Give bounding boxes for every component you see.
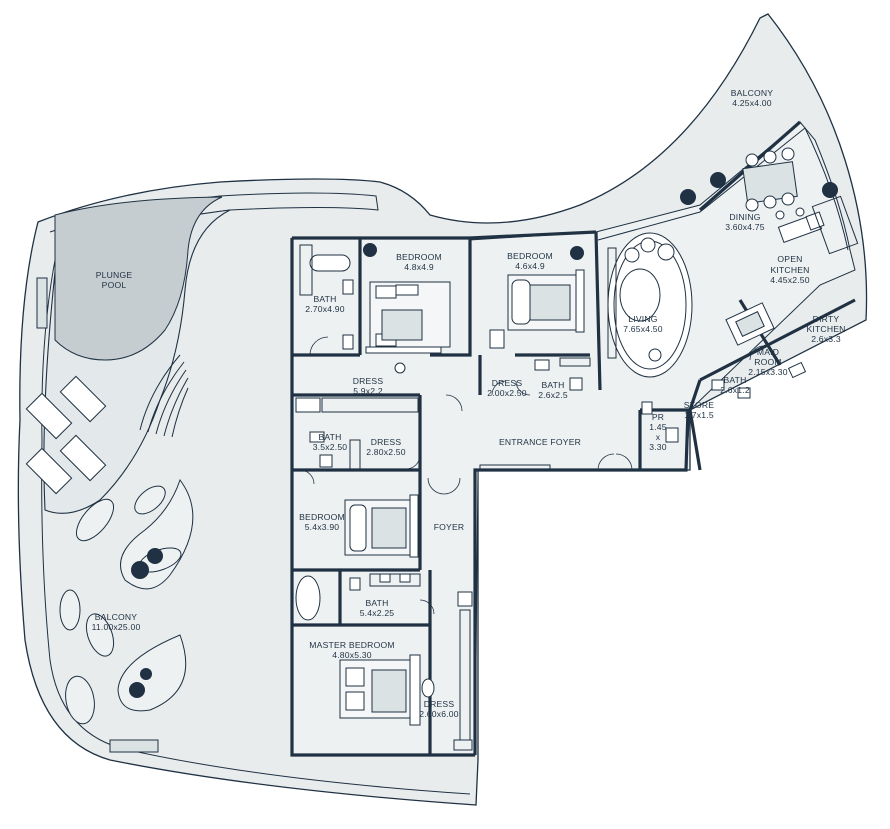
maid-room-size: 2.15x3.30 <box>748 367 788 377</box>
bath-c-name: BATH <box>318 432 341 442</box>
bath-a-name: BATH <box>313 294 336 304</box>
bath-b-size: 2.6x2.5 <box>538 390 568 400</box>
bedroom-b-name: BEDROOM <box>507 251 553 261</box>
bath-master-name: BATH <box>365 598 388 608</box>
master-bedroom-name: MASTER BEDROOM <box>309 640 394 650</box>
plunge-pool-name-1: PLUNGE <box>96 270 133 280</box>
plunge-pool-name-2: POOL <box>102 280 127 290</box>
dress-b-size: 2.00x2.50 <box>487 388 527 398</box>
dress-a-size: 5.9x2.2 <box>353 386 383 396</box>
dirty-kitchen-name-2: KITCHEN <box>806 324 845 334</box>
maid-room-name-2: ROOM <box>754 357 782 367</box>
balcony-plant-icons <box>129 548 163 698</box>
bedroom-a-name: BEDROOM <box>396 252 442 262</box>
dining-name: DINING <box>729 212 760 222</box>
foyer-name: FOYER <box>434 522 465 532</box>
dining-size: 3.60x4.75 <box>725 222 765 232</box>
dress-b-name: DRESS <box>492 378 523 388</box>
living-size: 7.65x4.50 <box>623 324 663 334</box>
dress-c-name: DRESS <box>371 437 402 447</box>
doors <box>299 336 765 615</box>
bath-c-size: 3.5x2.50 <box>313 442 348 452</box>
pool-step <box>36 277 48 329</box>
sun-loungers <box>25 375 107 495</box>
master-bath-fixtures <box>295 573 421 621</box>
maid-bath-name: BATH <box>723 375 746 385</box>
indoor-plants <box>363 172 838 260</box>
dirty-kitchen-name-1: DIRTY <box>813 314 840 324</box>
glazing-line <box>597 127 849 251</box>
walls <box>290 120 856 757</box>
living-furniture <box>607 232 693 378</box>
open-kitchen-name-2: KITCHEN <box>770 265 809 275</box>
bath-c-fixtures <box>309 431 361 471</box>
window-slots-foyer <box>479 464 551 471</box>
bath-a-size: 2.70x4.90 <box>305 304 345 314</box>
pool-steps <box>139 354 189 438</box>
master-dress-shelving <box>453 591 473 751</box>
dirty-kitchen-size: 2.6x3.3 <box>811 334 841 344</box>
open-kitchen-size: 4.45x2.50 <box>770 275 810 285</box>
pr-size-3: 3.30 <box>649 442 667 452</box>
master-bedroom-furniture <box>339 654 435 726</box>
store-name: STORE <box>684 400 715 410</box>
bedroom-c-name: BEDROOM <box>299 512 345 522</box>
plunge-pool <box>54 196 223 361</box>
store-size: 1.7x1.5 <box>684 410 714 420</box>
bedroom-a-furniture <box>365 281 451 354</box>
pr-fixtures <box>641 401 679 443</box>
maid-fixtures <box>711 361 807 399</box>
dining-furniture <box>742 147 798 212</box>
bath-b-fixtures <box>534 357 591 391</box>
room-labels: BALCONY 4.25x4.00 DINING 3.60x4.75 OPEN … <box>92 88 846 719</box>
bedroom-b-size: 4.6x4.9 <box>515 261 545 271</box>
open-kitchen-name-1: OPEN <box>777 254 802 264</box>
bedroom-a-size: 4.8x4.9 <box>404 262 434 272</box>
dress-a-name: DRESS <box>353 376 384 386</box>
living-name: LIVING <box>628 314 657 324</box>
bath-b-name: BATH <box>541 380 564 390</box>
entrance-foyer-name: ENTRANCE FOYER <box>499 437 581 447</box>
balcony-top-name: BALCONY <box>731 88 774 98</box>
bedroom-c-furniture <box>344 494 419 558</box>
dress-master-name: DRESS <box>424 699 455 709</box>
bath-master-size: 5.4x2.25 <box>360 608 395 618</box>
balcony-main-size: 11.00x25.00 <box>92 622 141 632</box>
dress-master-size: 2.60x6.00 <box>419 709 459 719</box>
dress-c-size: 2.80x2.50 <box>366 447 406 457</box>
dress-a-fixtures <box>295 362 419 413</box>
bedroom-b-furniture <box>489 269 585 349</box>
maid-room-name-1: MAID <box>757 347 779 357</box>
maid-bath-size: 2.6x1.2 <box>720 385 750 395</box>
pr-name: PR <box>652 412 664 422</box>
balcony-bench <box>109 739 159 753</box>
pr-size-2: x <box>656 432 661 442</box>
bedroom-c-size: 5.4x3.90 <box>305 522 340 532</box>
bath-a-fixtures <box>299 244 354 350</box>
balcony-top-size: 4.25x4.00 <box>732 98 772 108</box>
open-kitchen-fixtures <box>775 195 859 255</box>
master-bedroom-size: 4.80x5.30 <box>332 650 372 660</box>
balcony-main-name: BALCONY <box>95 612 138 622</box>
pr-size-1: 1.45 <box>649 422 667 432</box>
dirty-kitchen-fixtures <box>725 302 775 346</box>
